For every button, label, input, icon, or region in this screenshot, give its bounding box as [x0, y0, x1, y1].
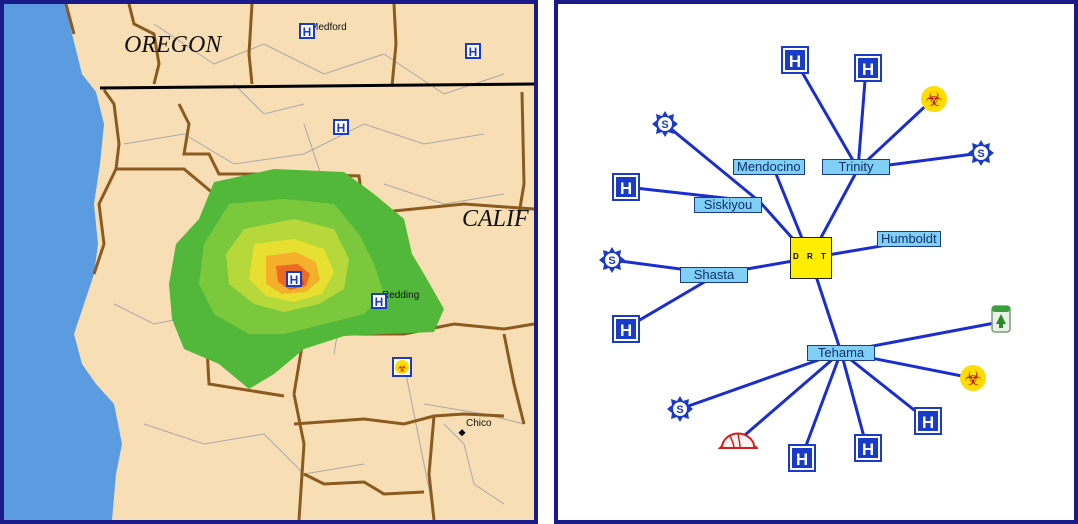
sheriff-icon[interactable]: S: [666, 395, 694, 423]
map-hospital-icon[interactable]: H: [333, 119, 349, 135]
ocean: [4, 4, 122, 520]
medford-label: Medford: [310, 22, 347, 33]
svg-text:S: S: [676, 404, 683, 416]
svg-text:H: H: [796, 450, 808, 469]
map-hospital-icon[interactable]: H: [286, 271, 302, 287]
map-biohazard-icon[interactable]: ☣: [392, 357, 412, 377]
county-mendocino[interactable]: Mendocino: [733, 159, 805, 175]
svg-text:☣: ☣: [964, 366, 982, 390]
drt-center-node[interactable]: D R T: [790, 237, 832, 279]
network-panel[interactable]: Mendocino Trinity Siskiyou Humboldt Shas…: [554, 0, 1078, 524]
svg-text:H: H: [290, 273, 299, 287]
state-border: [99, 82, 534, 90]
svg-text:S: S: [608, 255, 615, 267]
svg-text:☣: ☣: [397, 362, 407, 375]
biohazard-icon[interactable]: ☣: [919, 84, 949, 114]
chico-label: Chico: [466, 418, 492, 429]
svg-text:H: H: [862, 440, 874, 459]
fire-helmet-icon[interactable]: [718, 430, 758, 452]
svg-text:S: S: [661, 119, 668, 131]
chico-marker[interactable]: [458, 429, 466, 437]
svg-text:H: H: [337, 121, 346, 135]
sheriff-icon[interactable]: S: [598, 246, 626, 274]
county-shasta[interactable]: Shasta: [680, 267, 748, 283]
hospital-icon[interactable]: H: [612, 315, 640, 343]
svg-text:H: H: [375, 295, 384, 309]
county-siskiyou[interactable]: Siskiyou: [694, 197, 762, 213]
sheriff-icon[interactable]: S: [967, 139, 995, 167]
svg-text:H: H: [620, 179, 632, 198]
map-hospital-icon[interactable]: H: [465, 43, 481, 59]
county-humboldt[interactable]: Humboldt: [877, 231, 941, 247]
svg-text:H: H: [922, 413, 934, 432]
hospital-icon[interactable]: H: [788, 444, 816, 472]
forestry-icon[interactable]: [990, 304, 1012, 334]
oregon-label: OREGON: [124, 32, 223, 58]
dispersion-plume: [169, 169, 444, 389]
svg-text:H: H: [862, 60, 874, 79]
biohazard-icon[interactable]: ☣: [958, 363, 988, 393]
sheriff-icon[interactable]: S: [651, 110, 679, 138]
hospital-icon[interactable]: H: [854, 434, 882, 462]
svg-text:H: H: [303, 25, 312, 39]
map-panel[interactable]: OREGON CALIF Medford Redding Chico H H H…: [0, 0, 538, 524]
svg-text:H: H: [620, 321, 632, 340]
svg-text:H: H: [789, 52, 801, 71]
redding-label: Redding: [382, 290, 419, 301]
hospital-icon[interactable]: H: [612, 173, 640, 201]
network-lines: [611, 59, 1001, 460]
county-tehama[interactable]: Tehama: [807, 345, 875, 361]
california-label: CALIF: [462, 206, 529, 232]
county-trinity[interactable]: Trinity: [822, 159, 890, 175]
map-hospital-icon[interactable]: H: [371, 293, 387, 309]
hospital-icon[interactable]: H: [781, 46, 809, 74]
hospital-icon[interactable]: H: [914, 407, 942, 435]
svg-text:☣: ☣: [925, 87, 943, 111]
hospital-icon[interactable]: H: [854, 54, 882, 82]
svg-text:S: S: [977, 148, 984, 160]
map-canvas[interactable]: OREGON CALIF Medford Redding Chico H H H…: [4, 4, 534, 520]
svg-text:H: H: [469, 45, 478, 59]
map-hospital-icon[interactable]: H: [299, 23, 315, 39]
